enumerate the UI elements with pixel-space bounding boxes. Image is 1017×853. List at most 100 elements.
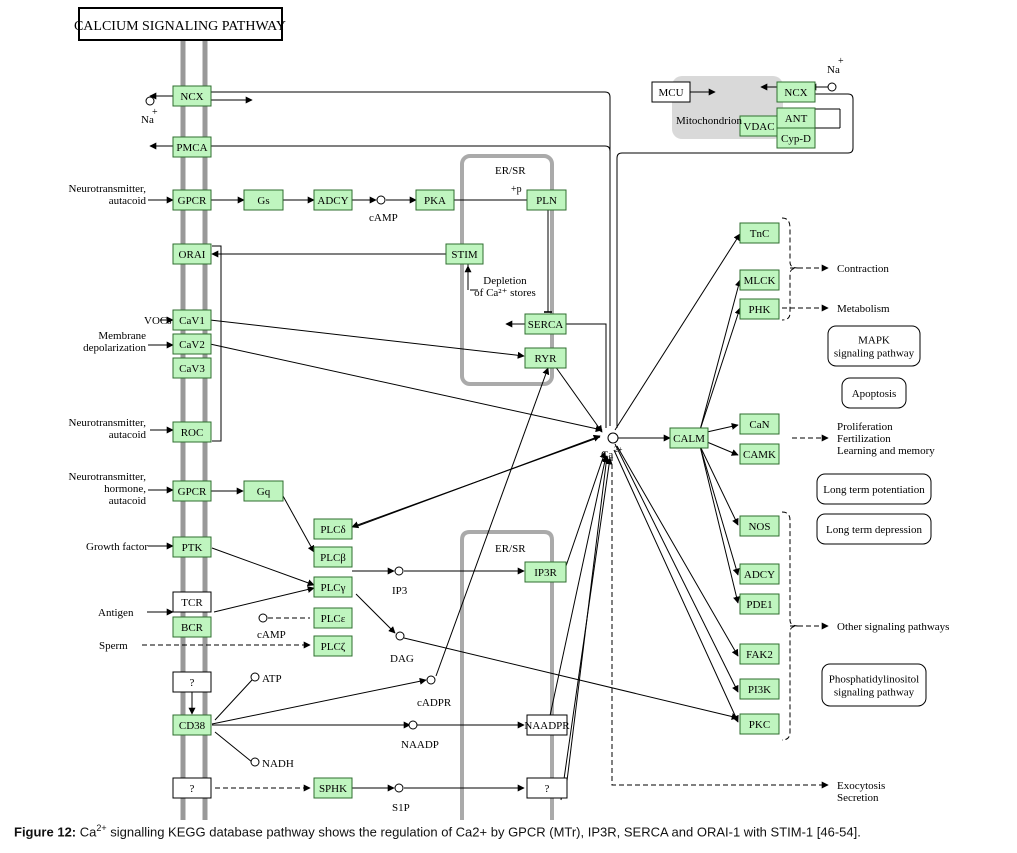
gene-node-box	[243, 480, 284, 502]
gene-node-adcy1[interactable]: ADCY	[313, 189, 353, 211]
gene-node-orai[interactable]: ORAI	[172, 243, 212, 265]
gene-node-q2[interactable]: ?	[172, 777, 212, 799]
gene-node-box	[313, 576, 353, 598]
gene-node-ryr[interactable]: RYR	[524, 347, 567, 369]
gene-node-sphk[interactable]: SPHK	[313, 777, 353, 799]
gene-node-roc[interactable]: ROC	[172, 421, 212, 443]
gene-node-bcr[interactable]: BCR	[172, 616, 212, 638]
na-plus-left: +	[152, 107, 158, 118]
gene-node-q3[interactable]: ?	[526, 777, 568, 799]
gene-node-cav1[interactable]: CaV1	[172, 309, 212, 331]
gene-node-ip3r[interactable]: IP3R	[524, 561, 567, 583]
pathway-box-frame	[821, 663, 927, 707]
pathway-box-ltp[interactable]: Long term potentiation	[816, 473, 932, 505]
gene-node-tnc[interactable]: TnC	[739, 222, 780, 244]
gene-node-label: TCR	[181, 597, 203, 609]
gene-node-box	[524, 313, 567, 335]
gene-node-box	[739, 563, 780, 585]
gene-node-fak2[interactable]: FAK2	[739, 643, 780, 665]
gene-node-box	[172, 714, 212, 736]
cadpr-label: cADPR	[417, 697, 452, 709]
gene-node-cav3[interactable]: CaV3	[172, 357, 212, 379]
gene-node-label: Gq	[257, 486, 271, 498]
gene-node-cd38[interactable]: CD38	[172, 714, 212, 736]
gene-node-ncx-mito[interactable]: NCX	[776, 81, 816, 103]
gene-node-label: CaV1	[179, 315, 205, 327]
gene-node-box	[172, 421, 212, 443]
gene-node-label: Gs	[257, 195, 269, 207]
label-exocytosis: Secretion	[837, 792, 879, 804]
gene-node-box	[172, 536, 212, 558]
gene-node-box	[172, 777, 212, 799]
gene-node-vdac[interactable]: VDAC	[739, 115, 779, 137]
pathway-box-label: Apoptosis	[852, 388, 897, 400]
gene-node-box	[172, 243, 212, 265]
label-neuro1: autacoid	[109, 195, 147, 207]
gene-node-label: SERCA	[528, 319, 564, 331]
gene-node-phk[interactable]: PHK	[739, 298, 780, 320]
gene-node-label: CAMK	[743, 449, 776, 461]
gene-node-camk[interactable]: CAMK	[739, 443, 780, 465]
gene-node-ncx[interactable]: NCX	[172, 85, 212, 107]
gene-node-label: CaV3	[179, 363, 205, 375]
gene-node-mcu[interactable]: MCU	[651, 81, 691, 103]
gene-node-pi3k[interactable]: PI3K	[739, 678, 780, 700]
labels: Na + Na + cAMP cAMP ER/SR ER/SR +p VOCs …	[69, 56, 950, 814]
pathway-box-ltd[interactable]: Long term depression	[816, 513, 932, 545]
gene-node-label: PLN	[536, 195, 557, 207]
gene-node-gs[interactable]: Gs	[243, 189, 284, 211]
s1p-label: S1P	[392, 802, 410, 814]
gene-node-pde1[interactable]: PDE1	[739, 593, 780, 615]
pathway-box-apoptosis[interactable]: Apoptosis	[841, 377, 907, 409]
gene-node-adcy2[interactable]: ADCY	[739, 563, 780, 585]
gene-node-label: NCX	[784, 87, 807, 99]
gene-node-label: PKA	[424, 195, 446, 207]
gene-node-gpcr1[interactable]: GPCR	[172, 189, 212, 211]
gene-node-plcg[interactable]: PLCγ	[313, 576, 353, 598]
gene-node-plcd[interactable]: PLCδ	[313, 518, 353, 540]
gene-node-pmca[interactable]: PMCA	[172, 136, 212, 158]
gene-node-gq[interactable]: Gq	[243, 480, 284, 502]
gene-node-nos[interactable]: NOS	[739, 515, 780, 537]
gene-node-box	[313, 546, 353, 568]
gene-node-box	[172, 480, 212, 502]
mitochondrion-label: Mitochondrion	[676, 115, 742, 127]
gene-node-calm[interactable]: CALM	[669, 427, 709, 449]
gene-node-stim[interactable]: STIM	[445, 243, 484, 265]
gene-node-label: CaN	[749, 419, 769, 431]
gene-node-pkc[interactable]: PKC	[739, 713, 780, 735]
gene-node-tcr[interactable]: TCR	[172, 591, 212, 613]
gene-node-q1[interactable]: ?	[172, 671, 212, 693]
gene-node-label: ?	[190, 677, 195, 689]
gene-node-pka[interactable]: PKA	[415, 189, 455, 211]
gene-node-naadpr[interactable]: NAADPR	[524, 714, 570, 736]
gene-node-box	[313, 635, 353, 657]
gene-node-label: ADCY	[317, 195, 348, 207]
gene-node-box	[313, 607, 353, 629]
gene-node-plcb[interactable]: PLCβ	[313, 546, 353, 568]
gene-node-serca[interactable]: SERCA	[524, 313, 567, 335]
na-label-right: Na	[827, 64, 840, 76]
gene-node-plcz[interactable]: PLCζ	[313, 635, 353, 657]
pathway-box-label: Phosphatidylinositol	[829, 674, 919, 686]
gene-node-label: PLCδ	[320, 524, 345, 536]
gene-node-label: FAK2	[746, 649, 773, 661]
gene-node-ant[interactable]: ANT	[776, 107, 816, 129]
gene-node-cypd[interactable]: Cyp-D	[776, 127, 816, 149]
gene-node-plce[interactable]: PLCε	[313, 607, 353, 629]
figure-caption: Figure 12: Ca2+ signalling KEGG database…	[14, 823, 1014, 839]
gene-node-mlck[interactable]: MLCK	[739, 269, 780, 291]
gene-node-fln[interactable]: PLN	[526, 189, 567, 211]
gene-node-cav2[interactable]: CaV2	[172, 333, 212, 355]
gene-node-can[interactable]: CaN	[739, 413, 780, 435]
label-neuro3: Neurotransmitter,	[69, 471, 147, 483]
gene-node-box	[651, 81, 691, 103]
gene-node-ptk[interactable]: PTK	[172, 536, 212, 558]
label-proliferation: Proliferation	[837, 421, 893, 433]
gene-node-gpcr2[interactable]: GPCR	[172, 480, 212, 502]
gene-node-box	[739, 443, 780, 465]
